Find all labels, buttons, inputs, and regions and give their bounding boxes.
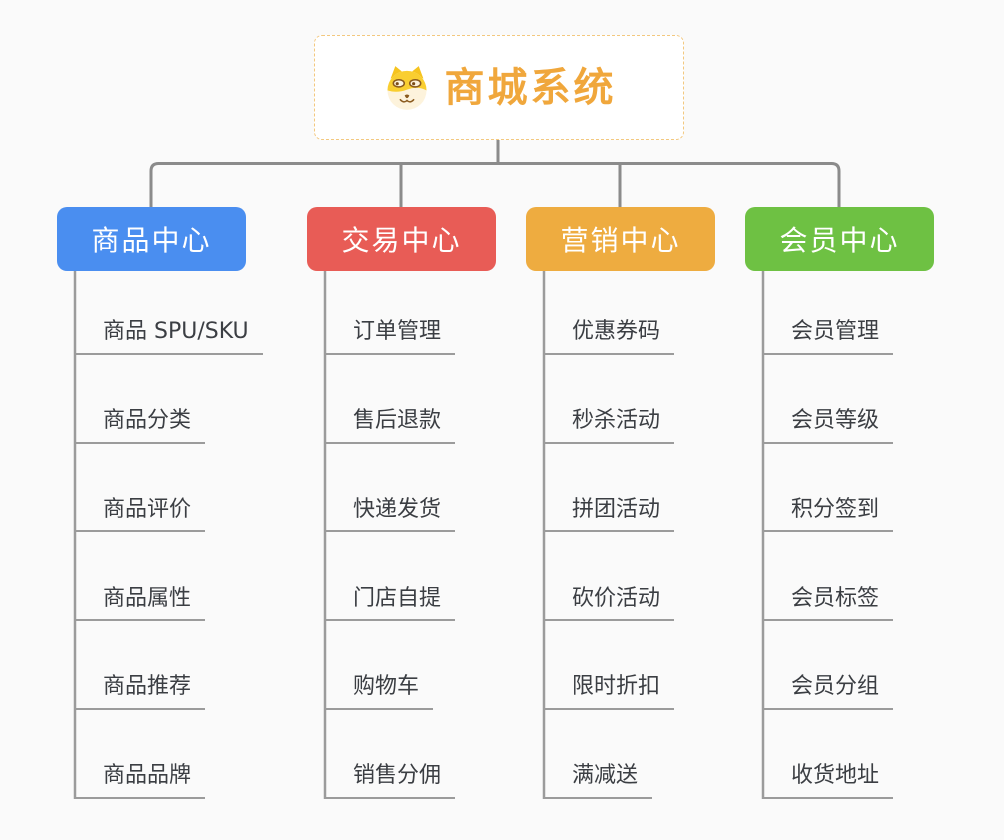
item-express-shipping[interactable]: 快递发货 — [325, 496, 456, 533]
item-group-buy[interactable]: 拼团活动 — [544, 496, 675, 533]
item-member-tag[interactable]: 会员标签 — [763, 585, 894, 622]
item-bargain-activity[interactable]: 砍价活动 — [544, 585, 675, 622]
item-order-management[interactable]: 订单管理 — [325, 318, 456, 355]
item-product-review[interactable]: 商品评价 — [75, 496, 206, 533]
item-store-pickup[interactable]: 门店自提 — [325, 585, 456, 622]
branch-items-marketing: 优惠券码 秒杀活动 拼团活动 砍价活动 限时折扣 满减送 — [544, 266, 675, 799]
item-member-level[interactable]: 会员等级 — [763, 407, 894, 444]
item-after-sale-refund[interactable]: 售后退款 — [325, 407, 456, 444]
connector-bus — [149, 162, 841, 207]
root-title: 商城系统 — [444, 64, 617, 111]
item-product-attribute[interactable]: 商品属性 — [75, 585, 206, 622]
item-product-spu-sku[interactable]: 商品 SPU/SKU — [75, 318, 263, 355]
item-points-checkin[interactable]: 积分签到 — [763, 496, 894, 533]
dog-face-icon — [386, 65, 427, 110]
branch-label: 营销中心 — [560, 224, 681, 257]
branch-node-member-center[interactable]: 会员中心 — [745, 207, 934, 271]
branch-label: 会员中心 — [779, 224, 900, 257]
branch-label: 交易中心 — [341, 224, 462, 257]
branch-node-trade-center[interactable]: 交易中心 — [307, 207, 496, 271]
item-product-brand[interactable]: 商品品牌 — [75, 762, 206, 799]
branch-node-product-center[interactable]: 商品中心 — [57, 207, 246, 271]
item-sales-commission[interactable]: 销售分佣 — [325, 762, 456, 799]
item-limited-time-discount[interactable]: 限时折扣 — [544, 673, 675, 710]
item-product-category[interactable]: 商品分类 — [75, 407, 206, 444]
branch-label: 商品中心 — [91, 224, 212, 257]
branch-items-trade: 订单管理 售后退款 快递发货 门店自提 购物车 销售分佣 — [325, 266, 456, 799]
item-shopping-cart[interactable]: 购物车 — [325, 673, 434, 710]
item-shipping-address[interactable]: 收货地址 — [763, 762, 894, 799]
branch-items-product: 商品 SPU/SKU 商品分类 商品评价 商品属性 商品推荐 商品品牌 — [75, 266, 263, 799]
branch-items-member: 会员管理 会员等级 积分签到 会员标签 会员分组 收货地址 — [763, 266, 894, 799]
item-coupon-code[interactable]: 优惠券码 — [544, 318, 675, 355]
item-flash-sale[interactable]: 秒杀活动 — [544, 407, 675, 444]
item-full-reduction[interactable]: 满减送 — [544, 762, 653, 799]
branch-node-marketing-center[interactable]: 营销中心 — [526, 207, 715, 271]
item-member-group[interactable]: 会员分组 — [763, 673, 894, 710]
root-node-mall-system[interactable]: 商城系统 — [314, 35, 684, 140]
item-member-management[interactable]: 会员管理 — [763, 318, 894, 355]
item-product-recommend[interactable]: 商品推荐 — [75, 673, 206, 710]
